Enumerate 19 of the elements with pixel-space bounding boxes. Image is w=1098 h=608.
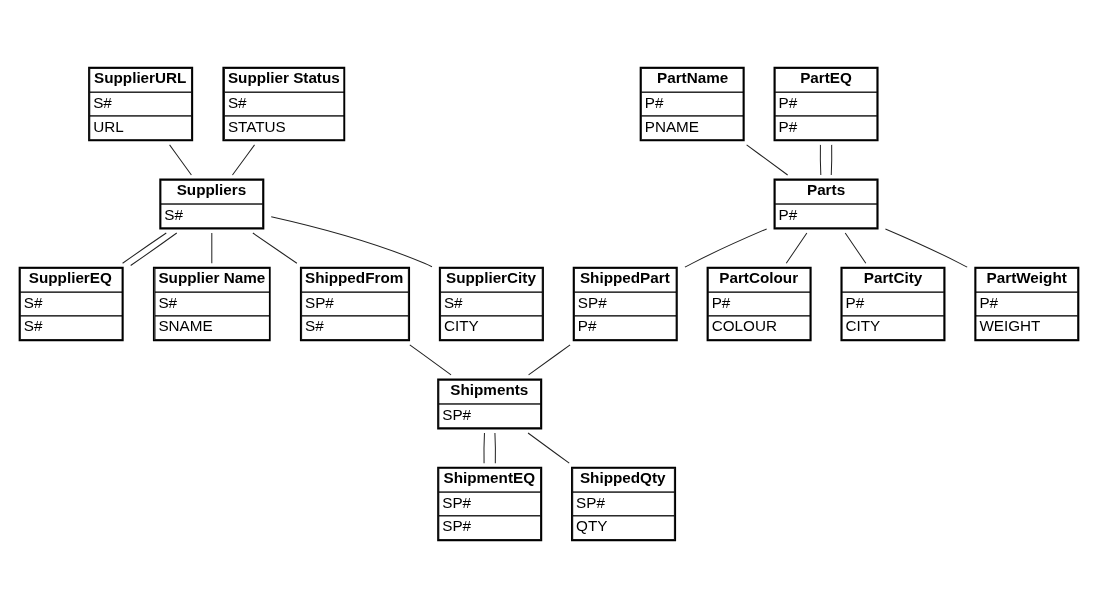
- connector: [819, 144, 822, 176]
- connector: [130, 232, 178, 266]
- connector: [122, 232, 167, 264]
- connector: [270, 216, 433, 268]
- connector: [409, 344, 452, 376]
- connector: [231, 144, 256, 176]
- connector: [169, 144, 192, 176]
- connector: [844, 232, 867, 264]
- connector: [494, 432, 496, 464]
- connector: [884, 228, 968, 268]
- connector: [252, 232, 298, 264]
- connector: [746, 144, 789, 176]
- connector: [830, 144, 833, 176]
- connector: [785, 232, 808, 264]
- connector: [211, 232, 213, 264]
- connector: [528, 344, 571, 376]
- connector: [684, 228, 768, 268]
- connector: [483, 432, 485, 464]
- connector: [527, 432, 570, 464]
